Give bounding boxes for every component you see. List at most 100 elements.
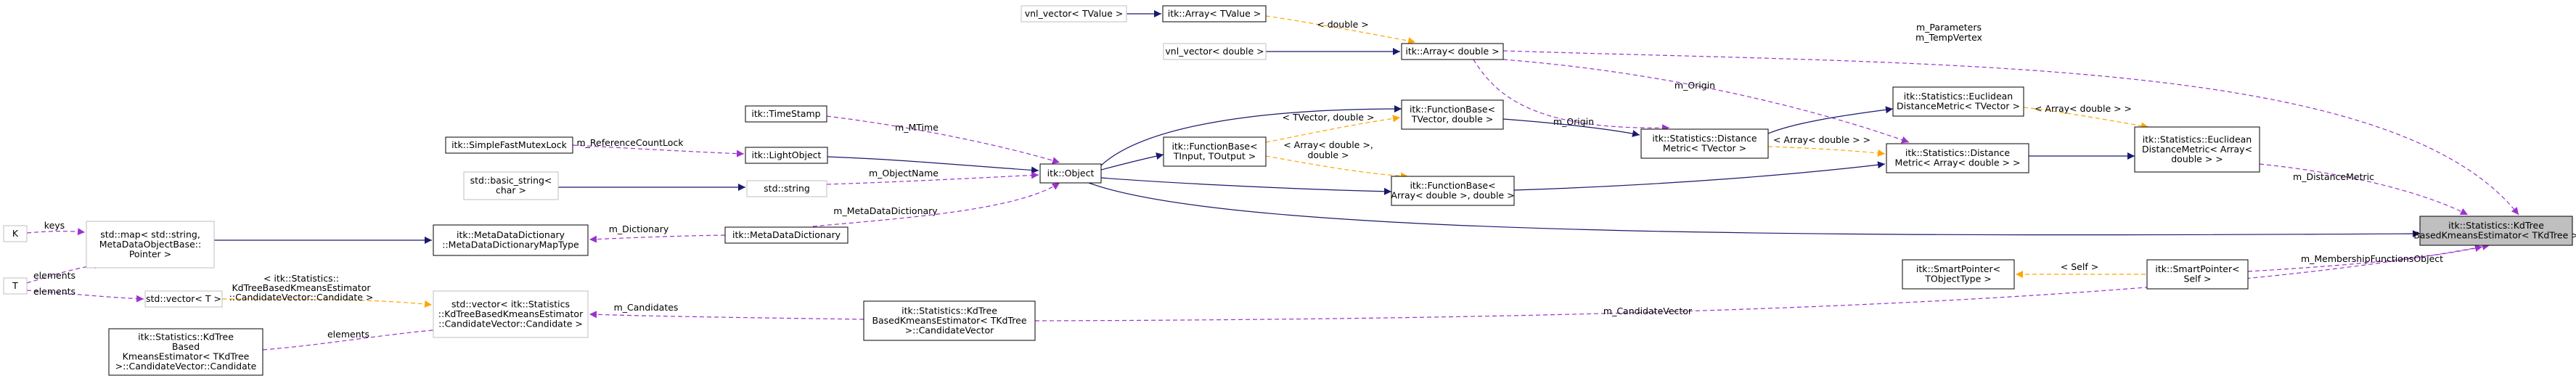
edge-template: < double > [1265, 15, 1416, 45]
class-node-label: DistanceMetric< Array< [2142, 144, 2252, 155]
class-node-box [3, 225, 28, 242]
class-node[interactable]: itk::Statistics::KdTreeBasedKmeansEstima… [108, 328, 263, 376]
edge-label: m_ReferenceCountLock [577, 137, 684, 148]
class-node-label: T [12, 280, 18, 291]
class-node-label: BasedKmeansEstimator< TKdTree > [2413, 230, 2576, 241]
class-node-box [746, 180, 827, 197]
class-node[interactable]: itk::FunctionBase<TInput, TOutput > [1163, 136, 1267, 167]
edge-line [1502, 118, 1640, 137]
class-node[interactable]: itk::SimpleFastMutexLock [445, 136, 573, 154]
class-node-box [445, 136, 573, 154]
class-node-label: std::basic_string< [470, 175, 552, 186]
edge-label: m_Parameters [1916, 22, 1982, 33]
class-node[interactable]: std::map< std::string,MetaDataObjectBase… [86, 221, 215, 269]
class-node[interactable]: T [3, 277, 28, 295]
class-node[interactable]: itk::SmartPointer<TObjectType > [1902, 259, 2015, 290]
class-node-label: BasedKmeansEstimator< TKdTree [872, 315, 1026, 326]
class-node[interactable]: itk::Array< double > [1401, 43, 1504, 60]
edge-label: KdTreeBasedKmeansEstimator [232, 282, 371, 293]
class-node[interactable]: itk::Statistics::KdTreeBasedKmeansEstima… [2413, 216, 2576, 246]
class-node-label: itk::FunctionBase< [1172, 141, 1257, 152]
class-node-box [1401, 43, 1504, 60]
edge-label: < itk::Statistics:: [263, 273, 339, 284]
edge-line [1473, 59, 1670, 132]
class-node[interactable]: itk::TimeStamp [745, 105, 827, 123]
edge-label: < Array< double > > [1773, 134, 1870, 145]
edge-usage: m_DistanceMetric [2259, 163, 2469, 216]
class-node[interactable]: itk::FunctionBase<TVector, double > [1401, 99, 1504, 130]
edge-line [589, 311, 864, 320]
class-node-label: std::string [764, 183, 810, 194]
edge-usage: m_MembershipFunctionsObject [2247, 245, 2483, 272]
edge-line [26, 228, 86, 236]
class-node[interactable]: itk::FunctionBase<Array< double >, doubl… [1391, 176, 1515, 206]
class-node[interactable]: std::vector< itk::Statistics::KdTreeBase… [433, 290, 589, 338]
edge-usage: m_ObjectName [826, 168, 1039, 185]
class-node-label: itk::Statistics::KdTree [2448, 220, 2544, 231]
class-node[interactable]: vnl_vector< TValue > [1021, 5, 1127, 22]
class-node-label: itk::LightObject [752, 149, 822, 160]
class-node[interactable]: itk::SmartPointer<Self > [2146, 259, 2249, 290]
class-node-box [1163, 136, 1267, 167]
class-node-label: Metric< TVector > [1663, 143, 1746, 154]
class-node[interactable]: std::vector< T > [144, 290, 223, 308]
class-node[interactable]: itk::LightObject [745, 147, 828, 164]
edge-inheritance [1100, 105, 1402, 166]
edge-usage: m_CandidateVector [1034, 242, 2490, 321]
edge-label: m_MTime [895, 122, 939, 133]
class-node[interactable]: itk::Statistics::DistanceMetric< TVector… [1640, 128, 1769, 159]
class-node-label: >::CandidateVector [905, 324, 994, 335]
class-node[interactable]: itk::MetaDataDictionary::MetaDataDiction… [433, 224, 589, 256]
class-node-label: itk::SmartPointer< [1916, 263, 2000, 274]
class-node-label: >::CandidateVector::Candidate [115, 361, 257, 372]
edge-inheritance [1767, 106, 1894, 134]
class-node-box [433, 224, 589, 256]
edge-inheritance [1088, 182, 2421, 238]
class-node-label: TVector, double > [1411, 114, 1493, 125]
class-node[interactable]: std::string [746, 180, 827, 197]
class-node[interactable]: std::basic_string<char > [463, 171, 559, 200]
class-node[interactable]: itk::Statistics::EuclideanDistanceMetric… [1892, 86, 2024, 117]
edge-label: elements [327, 329, 369, 340]
class-node[interactable]: vnl_vector< double > [1163, 43, 1267, 60]
class-node[interactable]: itk::Object [1039, 163, 1102, 184]
edge-line [1502, 59, 1910, 144]
edge-line [589, 234, 726, 243]
edge-line [1265, 115, 1401, 143]
class-node[interactable]: K [3, 225, 28, 242]
edge-line [812, 182, 1060, 227]
edge-usage: m_ReferenceCountLock [572, 137, 745, 157]
class-node-label: DistanceMetric< TVector > [1897, 101, 2020, 112]
edge-line [1100, 152, 1164, 171]
edge-line [1767, 146, 1886, 157]
class-node-box [1902, 259, 2015, 290]
edge-usage: m_MetaDataDictionary [812, 182, 1060, 227]
class-node-label: itk::Statistics::KdTree [138, 332, 234, 343]
class-node-label: itk::Statistics::KdTree [901, 305, 997, 316]
class-node-box [463, 171, 559, 200]
edge-label: keys [44, 220, 65, 231]
class-node-label: itk::Statistics::Euclidean [1904, 91, 2013, 102]
edge-usage: m_Candidates [589, 302, 864, 320]
class-node[interactable]: itk::Array< TValue > [1162, 5, 1267, 22]
class-node-label: std::vector< T > [146, 293, 221, 304]
class-node-box [745, 105, 827, 123]
class-node-label: itk::FunctionBase< [1410, 104, 1495, 115]
class-node-label: K [12, 228, 19, 239]
class-node-label: Pointer > [129, 248, 171, 259]
class-node-box [724, 226, 849, 244]
class-node[interactable]: itk::Statistics::DistanceMetric< Array< … [1886, 143, 2029, 173]
class-node[interactable]: itk::MetaDataDictionary [724, 226, 849, 244]
class-node[interactable]: itk::Statistics::KdTreeBasedKmeansEstima… [863, 300, 1036, 341]
class-node-label: itk::SimpleFastMutexLock [451, 139, 568, 150]
edge-line [1088, 182, 2421, 238]
edge-line [1265, 155, 1409, 180]
class-node-box [1021, 5, 1127, 22]
class-node-label: itk::TimeStamp [751, 108, 820, 119]
class-node-label: vnl_vector< double > [1165, 46, 1264, 57]
edge-label: m_Dictionary [609, 224, 669, 234]
class-node[interactable]: itk::Statistics::EuclideanDistanceMetric… [2134, 126, 2260, 173]
class-node-label: itk::MetaDataDictionary [457, 229, 565, 240]
class-node-label: ::MetaDataDictionaryMapType [442, 239, 579, 250]
